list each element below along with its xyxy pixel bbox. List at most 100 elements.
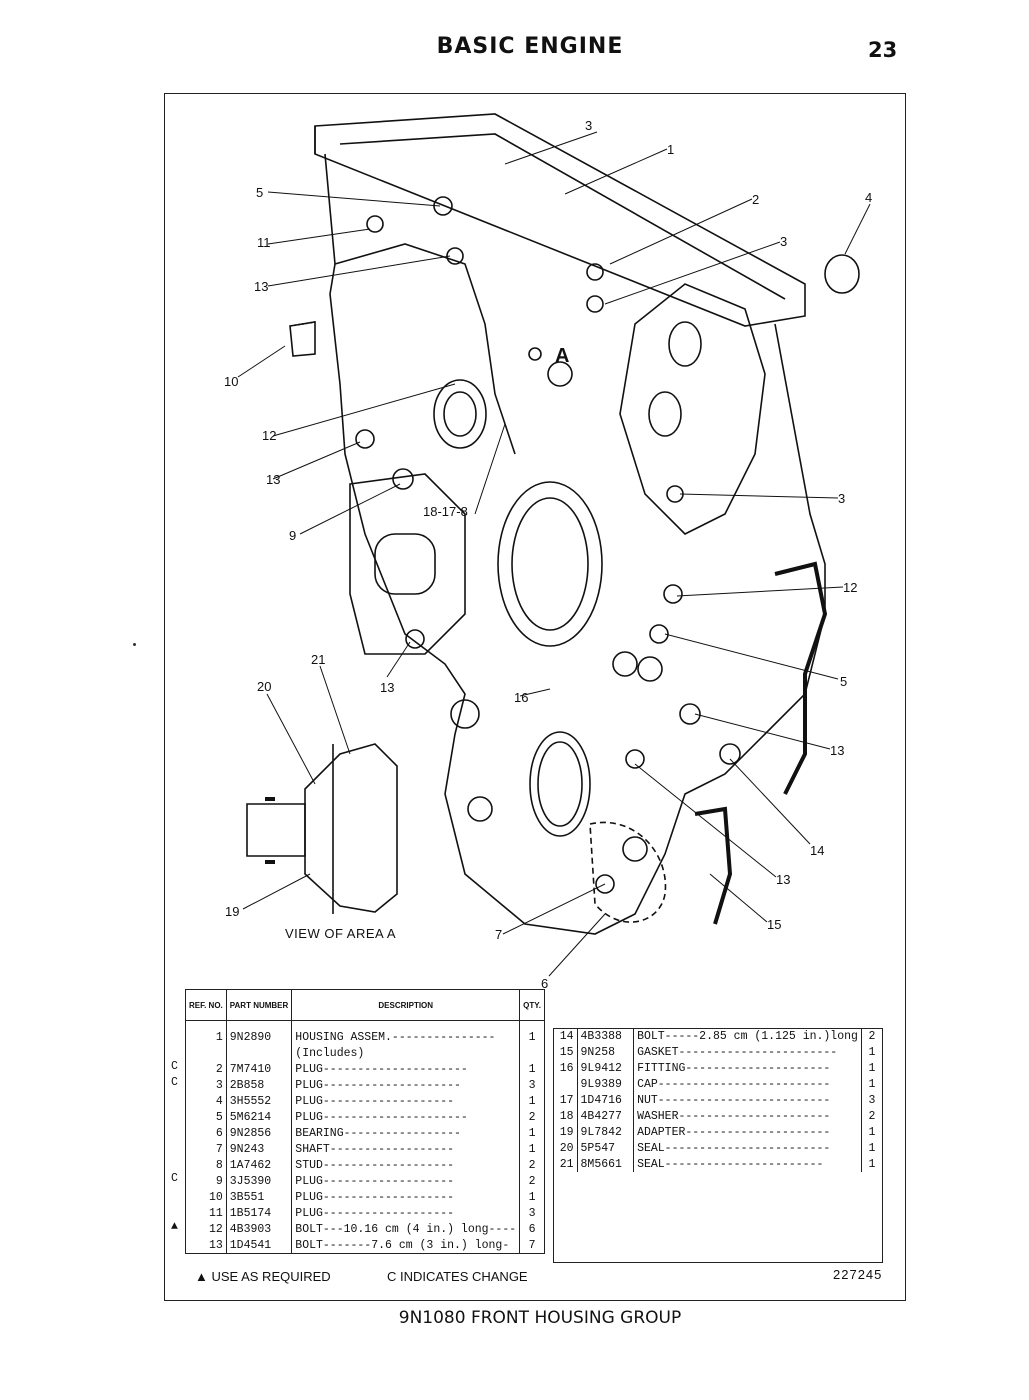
callout-labels: 3 1 2 3 4 5 11 13 10 12 13 9 18-17-8 3 1… (224, 118, 872, 991)
cell-ref-no (553, 1076, 578, 1092)
cell-ref-no: 19 (553, 1124, 578, 1140)
callout-19: 19 (225, 904, 239, 919)
cell-quantity: 1 (519, 1029, 545, 1045)
cell-ref-no: 12 (185, 1221, 227, 1237)
cell-description: HOUSING ASSEM.--------------- (291, 1029, 521, 1045)
change-mark: C (171, 1060, 178, 1073)
cell-description: SHAFT------------------ (291, 1141, 521, 1157)
callout-5a: 5 (256, 185, 263, 200)
cell-part-number: 1D4716 (576, 1092, 635, 1108)
table-spacer (185, 1020, 545, 1029)
cell-ref-no: 9 (185, 1173, 227, 1189)
cell-quantity: 1 (860, 1076, 884, 1092)
cell-quantity: 2 (519, 1173, 545, 1189)
change-mark: ▲ (171, 1220, 178, 1233)
callout-18-17-8: 18-17-8 (423, 504, 468, 519)
cell-description: ADAPTER--------------------- (633, 1124, 862, 1140)
callout-12a: 12 (262, 428, 276, 443)
cell-part-number: 9N243 (225, 1141, 293, 1157)
cell-part-number: 7M7410 (225, 1061, 293, 1077)
cell-part-number: 8M5661 (576, 1156, 635, 1172)
table-row: (Includes) (185, 1045, 545, 1061)
header-description: DESCRIPTION (291, 989, 521, 1021)
cell-part-number: 1B5174 (225, 1205, 293, 1221)
cell-ref-no: 10 (185, 1189, 227, 1205)
header-ref-no: REF. NO. (185, 989, 227, 1021)
cell-description: SEAL----------------------- (633, 1156, 862, 1172)
cell-quantity: 1 (519, 1141, 545, 1157)
callout-2: 2 (752, 192, 759, 207)
callout-14: 14 (810, 843, 824, 858)
cell-ref-no: 20 (553, 1140, 578, 1156)
cell-part-number: 5M6214 (225, 1109, 293, 1125)
cell-ref-no: 2 (185, 1061, 227, 1077)
cell-description: PLUG--------------------- (291, 1109, 521, 1125)
callout-21: 21 (311, 652, 325, 667)
cell-ref-no: 17 (553, 1092, 578, 1108)
cell-description: BEARING----------------- (291, 1125, 521, 1141)
page-number: 23 (868, 38, 898, 62)
callout-15: 15 (767, 917, 781, 932)
cell-description: CAP------------------------- (633, 1076, 862, 1092)
cell-ref-no: 6 (185, 1125, 227, 1141)
cell-description: GASKET----------------------- (633, 1044, 862, 1060)
cell-ref-no: 5 (185, 1109, 227, 1125)
callout-6: 6 (541, 976, 548, 991)
cell-ref-no: 16 (553, 1060, 578, 1076)
loose-parts (246, 254, 860, 914)
cell-part-number: 9N2856 (225, 1125, 293, 1141)
cell-description: NUT------------------------- (633, 1092, 862, 1108)
group-title: 9N1080 FRONT HOUSING GROUP (398, 1308, 682, 1328)
cell-description: PLUG------------------- (291, 1189, 521, 1205)
callout-1: 1 (667, 142, 674, 157)
cell-part-number: 3J5390 (225, 1173, 293, 1189)
cell-description: STUD------------------- (291, 1157, 521, 1173)
cell-part-number: 3B551 (225, 1189, 293, 1205)
cell-part-number: 5P547 (576, 1140, 635, 1156)
change-mark: C (171, 1172, 178, 1185)
cell-quantity: 1 (519, 1125, 545, 1141)
callout-4: 4 (865, 190, 872, 205)
cell-quantity: 1 (860, 1044, 884, 1060)
cell-quantity: 1 (860, 1156, 884, 1172)
cell-ref-no: 18 (553, 1108, 578, 1124)
cell-ref-no: 14 (553, 1028, 578, 1044)
cell-part-number: 9L9412 (576, 1060, 635, 1076)
use-as-required-note: ▲ USE AS REQUIRED (195, 1269, 331, 1284)
callout-3c: 3 (838, 491, 845, 506)
cell-description: FITTING--------------------- (633, 1060, 862, 1076)
cell-quantity: 3 (860, 1092, 884, 1108)
callout-7: 7 (495, 927, 502, 942)
cell-description: PLUG--------------------- (291, 1061, 521, 1077)
cell-ref-no: 13 (185, 1237, 227, 1254)
cell-ref-no: 1 (185, 1029, 227, 1045)
stray-mark (133, 643, 136, 646)
callout-13a: 13 (254, 279, 268, 294)
cell-part-number: 9L9389 (576, 1076, 635, 1092)
callout-11: 11 (257, 235, 271, 250)
header-part-number: PART NUMBER (225, 989, 293, 1021)
cell-description: PLUG------------------- (291, 1173, 521, 1189)
view-caption: VIEW OF AREA A (285, 926, 397, 941)
page-title: BASIC ENGINE (436, 34, 624, 59)
cell-ref-no (185, 1045, 227, 1061)
cell-ref-no: 8 (185, 1157, 227, 1173)
callout-10: 10 (224, 374, 238, 389)
cell-ref-no: 7 (185, 1141, 227, 1157)
cell-part-number: 4B4277 (576, 1108, 635, 1124)
cell-description: WASHER---------------------- (633, 1108, 862, 1124)
cell-part-number: 9N2890 (225, 1029, 293, 1045)
callout-16: 16 (514, 690, 528, 705)
cell-quantity: 1 (519, 1189, 545, 1205)
